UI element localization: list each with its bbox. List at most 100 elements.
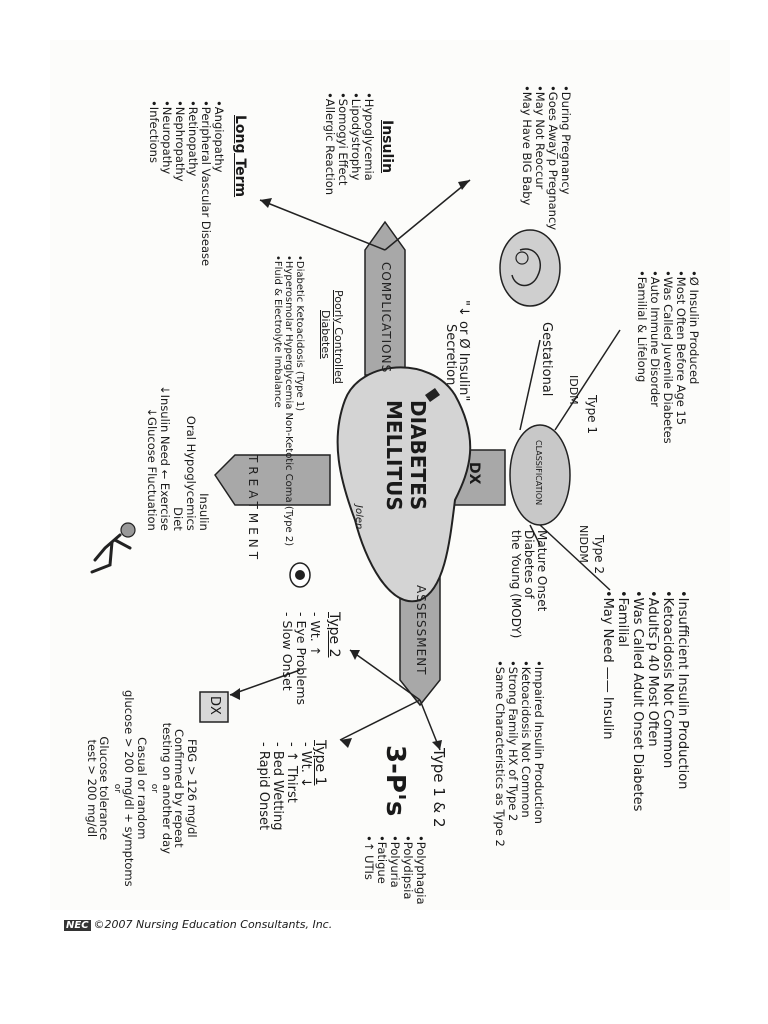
dx-criteria-line: Confirmed by repeat [172,729,187,848]
list-item: - Rapid Onset [256,742,271,831]
insulin-complications-list: Hypoglycemia Lipodystrophy Somogyi Effec… [323,92,376,195]
list-item: Hyperosmolar Hyperglycemia Non-Ketotic C… [283,255,294,546]
list-item: Hypoglycemia [362,92,376,195]
fetus-icon [499,229,561,307]
dx-criteria-line: Glucose tolerance [97,736,112,841]
list-item: Neuropathy [160,100,174,266]
three-ps-list: Polyphagia Polydipsia Polyuria Fatigue ↑… [362,835,428,905]
poorly-controlled-line1: Poorly Controlled [332,290,345,384]
center-title-line1: DIABETES [406,400,430,511]
list-item: Fluid & Electrolyte Imbalance [272,255,283,546]
classification-label: CLASSIFICATION [534,440,543,506]
copyright-text: ©2007 Nursing Education Consultants, Inc… [93,918,333,931]
long-term-label: Long Term [232,115,248,198]
list-item: Same Characteristics as Type 2 [493,660,507,847]
dx-criteria-line: testing on another day [160,722,174,854]
assess-type1-label: Type 1 [312,740,328,786]
dx-criteria-line: or [149,783,160,793]
nec-logo: NEC [64,920,91,931]
type1and2-label: Type 1 & 2 [430,748,448,828]
treatment-item: Oral Hypoglycemics [184,415,198,531]
list-item: - Eye Problems [294,612,309,706]
center-title-line2: MELLITUS [382,400,406,511]
list-item: Peripheral Vascular Disease [199,100,213,266]
list-item: - Wt. ↓ [298,742,313,788]
list-item: ↑ UTIs [362,835,376,905]
list-item: Adults ̅p 40 Most Often [645,590,660,811]
three-ps-badge: 3-P's [380,745,410,817]
mody-label: Mature Onset Diabetes of the Young (MODY… [509,530,549,639]
list-item: Insufficient Insulin Production [675,590,690,811]
treatment-item: Insulin [197,493,211,531]
list-item: Familial [615,590,630,811]
mody-list: Impaired Insulin Production Ketoacidosis… [493,660,546,847]
dx-criteria-line: or [112,783,122,793]
poorly-controlled-list: Diabetic Ketoacidosis (Type 1) Hyperosmo… [272,255,305,546]
gestational-label: Gestational [539,322,554,397]
mody-label-line3: the Young (MODY) [509,530,523,639]
insulin-complications-label: Insulin [379,120,395,174]
dx-box-label: DX [207,696,222,715]
list-item: Angiopathy [212,100,226,266]
list-item: Allergic Reaction [323,92,337,195]
copyright-footer: NEC©2007 Nursing Education Consultants, … [64,918,332,931]
runner-icon [90,522,136,574]
treatment-item: ↓Glucose Fluctuation [145,407,159,531]
poorly-controlled-line2: Diabetes [319,310,332,359]
list-item: - Bed Wetting [270,742,285,831]
complications-label: COMPLICATIONS [379,262,393,374]
type2-label: Type 2 [592,535,606,575]
poorly-controlled-label: Poorly Controlled Diabetes [319,290,345,384]
assess-type2-label: Type 2 [326,612,342,658]
mody-label-line1: Mature Onset [535,530,549,612]
list-item: Fatigue [375,835,389,905]
dx-arm-label: DX [466,462,482,485]
list-item: - Wt. ↑ [308,612,323,657]
list-item: Auto Immune Disorder [648,270,662,444]
list-item: Goes Away ̅p Pregnancy [546,85,560,230]
list-item: Polydipsia [401,835,415,905]
list-item: - Slow Onset [280,612,295,691]
list-item: May Need —— Insulin [600,590,615,811]
treatment-label: TREATMENT [246,455,260,564]
center-signature: Jolen [353,505,364,530]
assess-type2-list: - Wt. ↑ - Eye Problems - Slow Onset [280,612,323,706]
assess-type1-list: - Wt. ↓ - ↑ Thirst - Bed Wetting - Rapid… [256,742,313,831]
list-item: May Not Reoccur [533,85,547,230]
type2-abbr: NIDDM [577,525,590,563]
list-item: Was Called Juvenile Diabetes [661,270,675,444]
dx-box-outline [199,691,229,723]
secretion-note: "↓ or Ø Insulin" Secretion [443,300,471,401]
list-item: Strong Family HX of Type 2 [506,660,520,847]
list-item: Ketoacidosis Not Common [660,590,675,811]
arrowheads [230,180,470,750]
list-item: - ↑ Thirst [284,742,299,803]
list-item: Most Often Before Age 15 [674,270,688,444]
dx-criteria-line: FBG > 126 mg/dl [185,738,199,838]
list-item: Somogyi Effect [336,92,350,195]
type1-abbr: IDDM [567,375,580,405]
type1-list: Ø Insulin Produced Most Often Before Age… [635,270,701,444]
list-item: Was Called Adult Onset Diabetes [630,590,645,812]
dx-criteria-line: test > 200 mg/dl [85,739,99,838]
list-item: Ø Insulin Produced [687,270,701,444]
dx-box-criteria: FBG > 126 mg/dl Confirmed by repeat test… [85,690,199,887]
mody-label-line2: Diabetes of [522,530,536,599]
center-title: DIABETES MELLITUS [382,400,430,511]
list-item: Ketoacidosis Not Common [519,660,533,847]
complications-banner [364,220,406,376]
list-item: Infections [147,100,161,266]
list-item: During Pregnancy [559,85,573,230]
dx-criteria-line: Casual or random [135,737,149,840]
list-item: Polyphagia [414,835,428,905]
type2-list: Insufficient Insulin Production Ketoacid… [600,590,690,812]
list-item: Diabetic Ketoacidosis (Type 1) [294,255,305,546]
eye-icon [289,562,311,588]
type1-label: Type 1 [585,395,599,435]
treatment-item: ↓Insulin Need ← Exercise [158,385,172,531]
list-item: Polyuria [388,835,402,905]
treatment-list: Insulin Oral Hypoglycemics Diet ↓Insulin… [145,385,211,531]
assessment-label: ASSESSMENT [414,585,428,676]
